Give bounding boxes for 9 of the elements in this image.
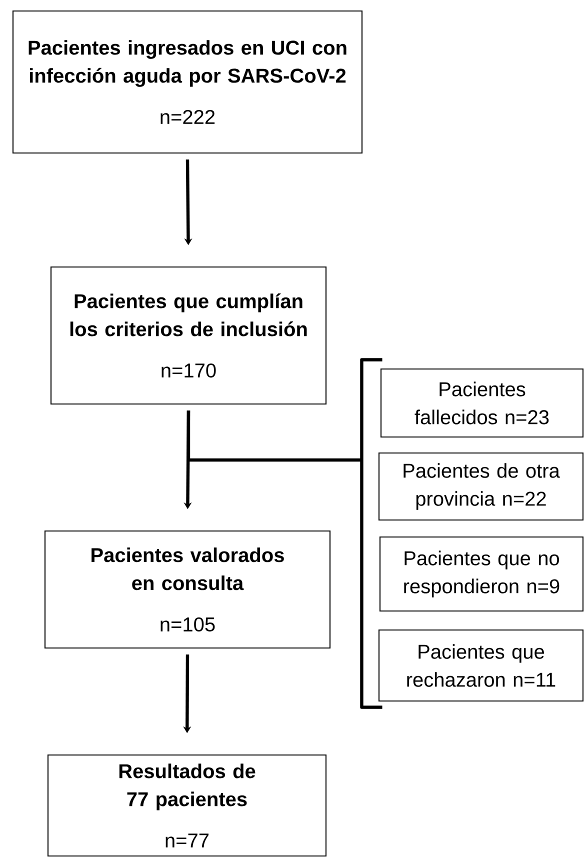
bracket xyxy=(360,358,382,709)
exclusion-box: Pacientes fallecidos n=23 xyxy=(380,368,584,438)
exclusion-box: Pacientes que rechazaron n=11 xyxy=(378,629,584,702)
process-box: Resultados de 77 pacientes n=77 xyxy=(47,754,327,857)
process-box: Pacientes ingresados en UCI con infección aguda por SARS-CoV-2 n=222 xyxy=(12,10,363,154)
process-box: Pacientes que cumplían los criterios de inclusión n=170 xyxy=(50,266,327,405)
exclusion-box: Pacientes que no respondieron n=9 xyxy=(379,536,584,612)
exclusion-box: Pacientes de otra provincia n=22 xyxy=(378,452,584,521)
process-box: Pacientes valorados en consulta n=105 xyxy=(44,530,331,649)
